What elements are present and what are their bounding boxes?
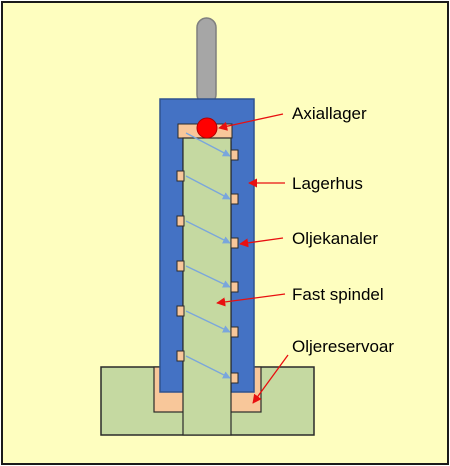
callout-arrow-oil-channels: [239, 237, 284, 248]
callout-arrow-axial-bearing: [218, 113, 284, 131]
oil-flow-arrow: [185, 132, 231, 157]
oil-channel-right: [230, 193, 239, 205]
oil-channel-left: [176, 305, 185, 317]
callout-arrow-fixed-spindle: [216, 293, 286, 307]
oil-flow-arrow: [185, 310, 231, 333]
oil-channel-right: [230, 149, 239, 161]
label-oil-reservoir: Oljereservoar: [292, 337, 394, 356]
oil-channel-left: [176, 350, 185, 362]
fixed-spindle: [182, 137, 232, 436]
oil-flow-arrow: [185, 220, 231, 244]
label-oil-channels: Oljekanaler: [292, 229, 378, 248]
oil-channel-right: [230, 326, 239, 338]
label-fixed-spindle: Fast spindel: [292, 285, 384, 304]
oil-channel-right: [230, 372, 239, 384]
oil-channel-left: [176, 215, 185, 227]
label-bearing-housing: Lagerhus: [292, 174, 363, 193]
oil-channel-left: [176, 260, 185, 272]
oil-channel-right: [230, 281, 239, 293]
callout-arrow-oil-reservoir: [252, 354, 289, 404]
oil-flow-arrow: [185, 355, 231, 379]
shaft: [196, 17, 217, 105]
oil-channel-right: [230, 237, 239, 249]
label-axial-bearing: Axiallager: [292, 104, 367, 123]
oil-flow-arrow: [185, 175, 231, 200]
axial-bearing-ball: [196, 117, 218, 139]
oil-flow-arrow: [185, 265, 231, 288]
oil-channel-left: [176, 170, 185, 182]
